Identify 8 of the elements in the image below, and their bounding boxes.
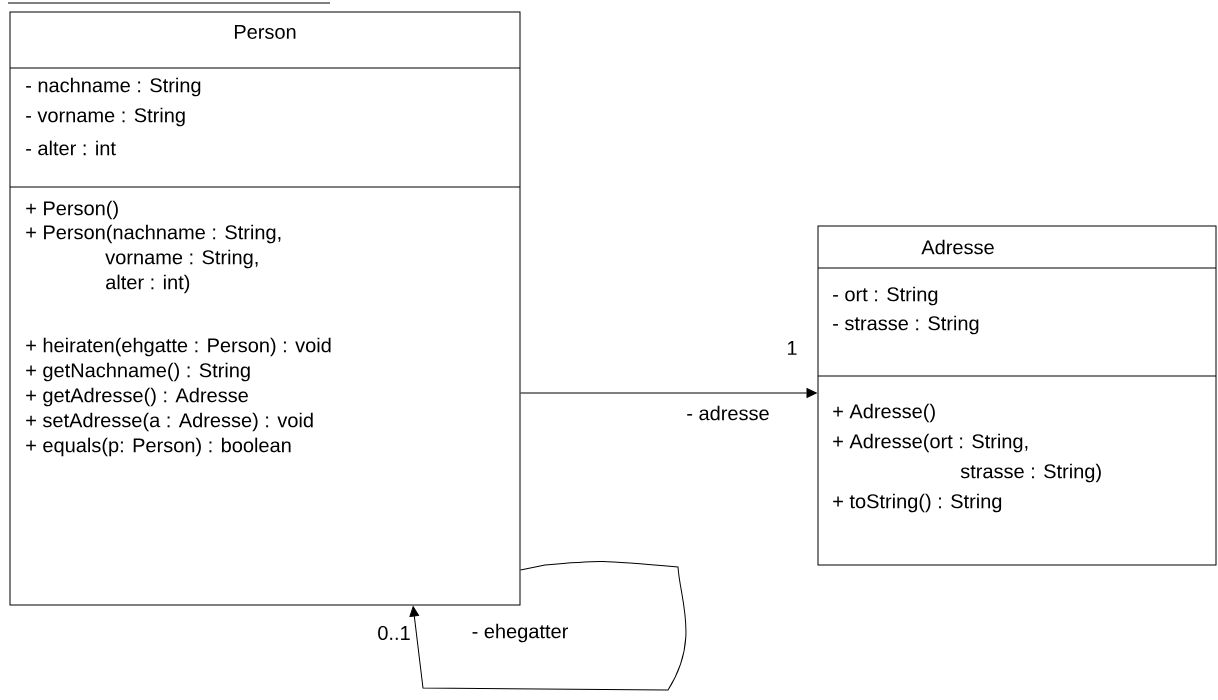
- edge-label: - adresse: [687, 405, 769, 421]
- multiplicity-label: 1: [787, 341, 797, 355]
- class-box: Adresse - ort : String - strasse : String + Adresse() + Adresse(ort : String, strasse : String) + toString() : String: [817, 225, 1217, 566]
- multiplicity-label: 0..1: [378, 625, 410, 641]
- edge-label: - ehegatter: [472, 623, 568, 643]
- class-box: Person - nachname : String - vorname : String - alter : int + Person() + Person(nachname : String, vorname : String, alter : int) + heiraten(ehgatte : Person) : void + getNachname() : String + getAdresse() : Adresse + setAdresse(a : Adresse) : void + equals(p: Person) : boolean: [9, 11, 521, 606]
- association-arrow: [409, 561, 687, 691]
- association-arrow: [520, 388, 817, 398]
